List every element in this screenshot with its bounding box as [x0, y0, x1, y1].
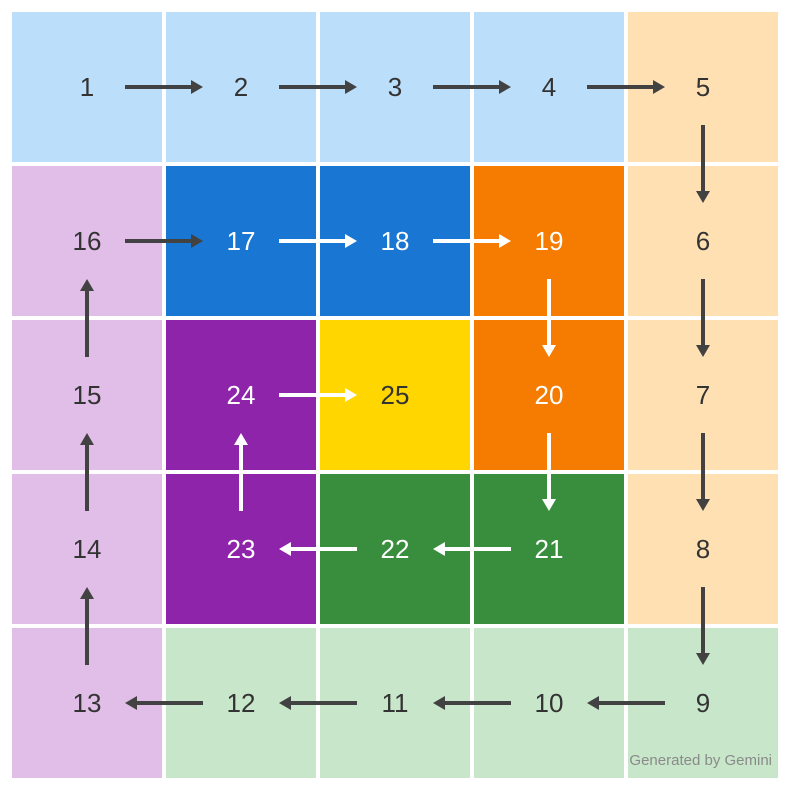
cell-22: 22 — [320, 474, 470, 624]
cell-16: 16 — [12, 166, 162, 316]
watermark: Generated by Gemini — [629, 752, 772, 769]
cell-8: 8 — [628, 474, 778, 624]
cell-15: 15 — [12, 320, 162, 470]
cell-1: 1 — [12, 12, 162, 162]
cell-3: 3 — [320, 12, 470, 162]
cell-23: 23 — [166, 474, 316, 624]
cell-6: 6 — [628, 166, 778, 316]
cell-20: 20 — [474, 320, 624, 470]
cell-18: 18 — [320, 166, 470, 316]
cell-14: 14 — [12, 474, 162, 624]
cell-7: 7 — [628, 320, 778, 470]
cell-10: 10 — [474, 628, 624, 778]
cell-25: 25 — [320, 320, 470, 470]
cell-12: 12 — [166, 628, 316, 778]
cell-2: 2 — [166, 12, 316, 162]
cell-13: 13 — [12, 628, 162, 778]
cell-4: 4 — [474, 12, 624, 162]
cell-21: 21 — [474, 474, 624, 624]
cell-24: 24 — [166, 320, 316, 470]
cell-11: 11 — [320, 628, 470, 778]
cell-19: 19 — [474, 166, 624, 316]
cell-17: 17 — [166, 166, 316, 316]
cell-5: 5 — [628, 12, 778, 162]
